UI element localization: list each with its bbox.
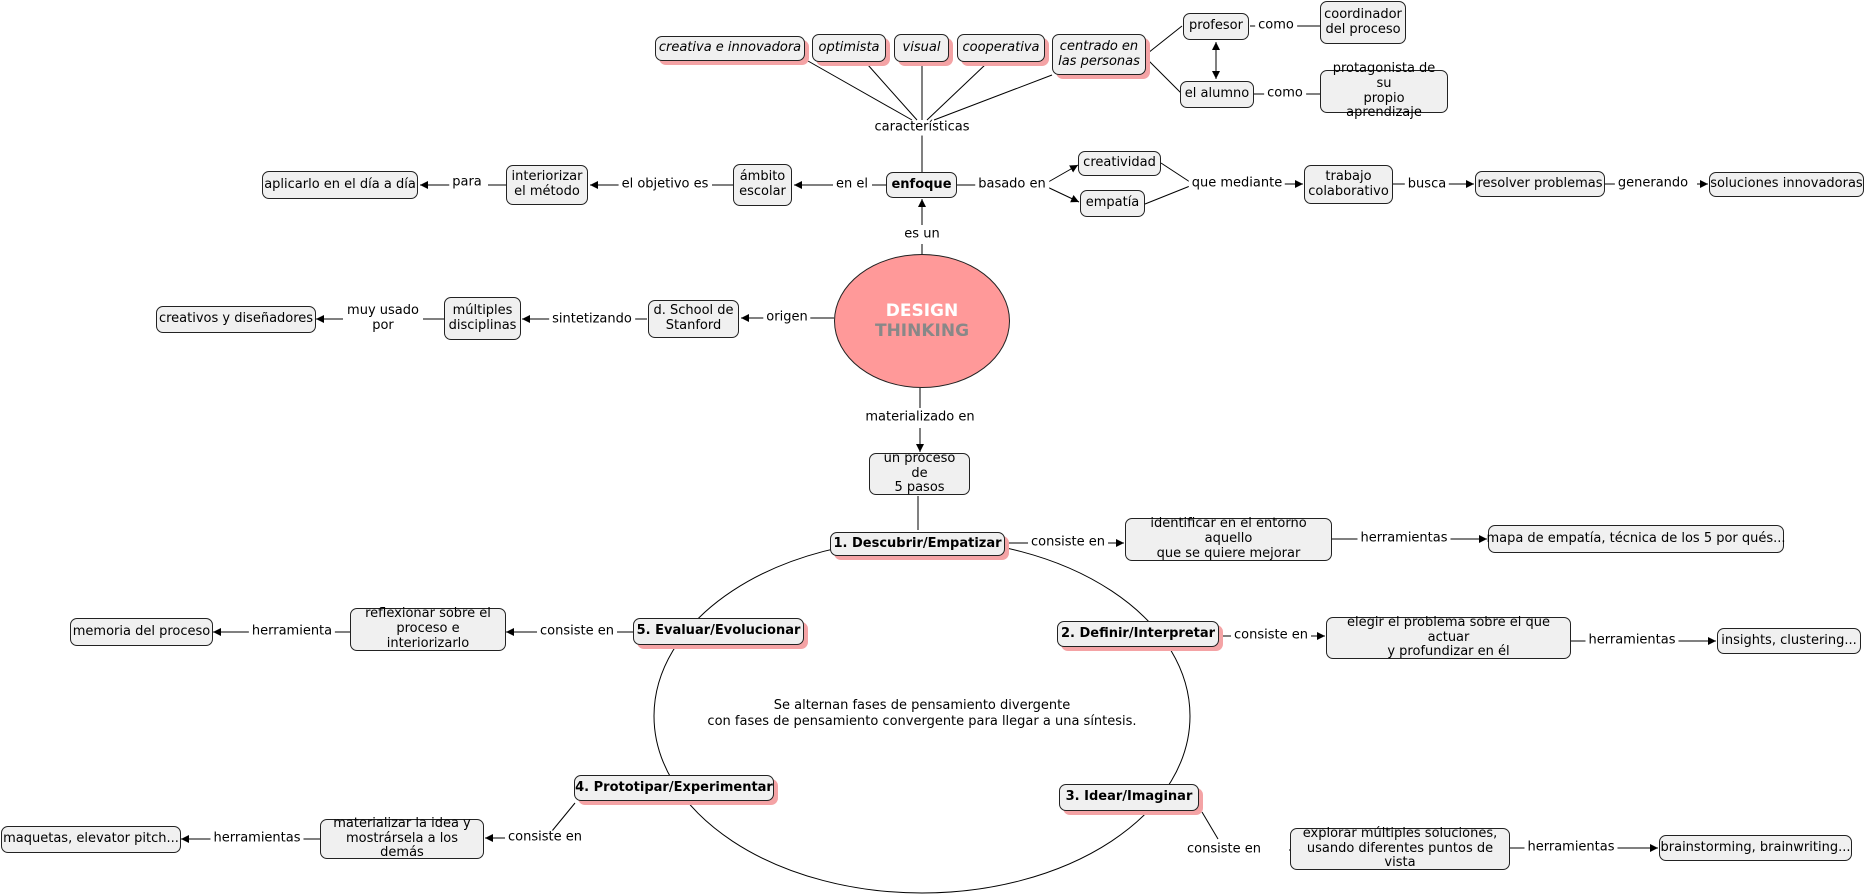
link-label-consiste-en: consiste en [1028, 535, 1108, 551]
link-label-origen: origen [763, 310, 811, 326]
node-multiples[interactable]: múltiples disciplinas [444, 297, 521, 340]
link-label-como: como [1255, 18, 1297, 34]
node-cooperativa[interactable]: cooperativa [957, 34, 1045, 62]
link-label-herramientas: herramientas [210, 831, 304, 847]
node-materializar[interactable]: materializar la idea y mostrársela a los… [320, 816, 484, 860]
node-protagonista[interactable]: protagonista de su propio aprendizaje [1320, 61, 1448, 120]
node-explorar[interactable]: explorar múltiples soluciones, usando di… [1290, 826, 1510, 870]
node-resolver[interactable]: resolver problemas [1475, 171, 1605, 197]
edge [1160, 162, 1191, 183]
node-creativos[interactable]: creativos y diseñadores [156, 306, 316, 333]
node-soluciones[interactable]: soluciones innovadoras [1709, 172, 1864, 197]
node-coordinador[interactable]: coordinador del proceso [1320, 1, 1406, 44]
design-thinking-central-node[interactable]: DESIGN THINKING [834, 254, 1010, 388]
link-label-herramientas: herramientas [1524, 840, 1618, 856]
link-label-materializado: materializado en [862, 410, 978, 426]
link-label-basado: basado en [975, 177, 1049, 193]
node-paso1[interactable]: 1. Descubrir/Empatizar [830, 532, 1005, 556]
node-identificar[interactable]: identificar en el entorno aquello que se… [1125, 516, 1332, 561]
link-label-busca: busca [1404, 177, 1450, 193]
edge [551, 802, 576, 832]
link-label-consiste-en: consiste en [1184, 842, 1264, 858]
edge [867, 64, 918, 121]
node-maquetas[interactable]: maquetas, elevator pitch... [1, 826, 181, 853]
link-label-objetivo: el objetivo es [618, 177, 712, 193]
node-paso5[interactable]: 5. Evaluar/Evolucionar [633, 618, 804, 645]
link-label-herramientas: herramientas [1357, 531, 1451, 547]
central-title-line2: THINKING [874, 321, 970, 341]
link-label-sintetizando: sintetizando [549, 312, 635, 328]
link-label-consiste-en: consiste en [1231, 628, 1311, 644]
edge [1144, 185, 1191, 205]
node-enfoque[interactable]: enfoque [886, 172, 957, 198]
edge [933, 74, 1053, 121]
edge [1147, 59, 1182, 94]
link-label-herramientas: herramientas [1585, 633, 1679, 649]
node-paso4[interactable]: 4. Prototipar/Experimentar [574, 775, 774, 801]
link-label-es-un: es un [901, 227, 943, 243]
node-visual[interactable]: visual [894, 34, 949, 62]
process-note: Se alternan fases de pensamiento diverge… [707, 698, 1137, 729]
link-label-herramienta: herramienta [248, 624, 336, 640]
node-alumno[interactable]: el alumno [1180, 81, 1254, 108]
edge [1042, 164, 1079, 186]
edge [926, 63, 987, 121]
node-creativa[interactable]: creativa e innovadora [655, 36, 805, 61]
edge [807, 60, 913, 121]
node-centrado[interactable]: centrado en las personas [1052, 34, 1146, 75]
node-creatividad[interactable]: creatividad [1078, 151, 1161, 176]
link-label-para: para [449, 175, 485, 191]
central-title-line1: DESIGN [885, 300, 959, 321]
node-proceso[interactable]: un proceso de 5 pasos [869, 451, 970, 495]
node-trabajo[interactable]: trabajo colaborativo [1304, 165, 1393, 204]
node-aplicarlo[interactable]: aplicarlo en el día a día [262, 171, 418, 199]
edge [1201, 811, 1219, 840]
node-school[interactable]: d. School de Stanford [648, 300, 739, 338]
node-empatia[interactable]: empatía [1080, 190, 1145, 217]
node-mapa[interactable]: mapa de empatía, técnica de los 5 por qu… [1486, 525, 1786, 553]
node-memoria[interactable]: memoria del proceso [70, 618, 213, 646]
node-ambito[interactable]: ámbito escolar [733, 164, 792, 206]
node-elegir[interactable]: elegir el problema sobre el que actuar y… [1326, 615, 1571, 659]
node-paso3[interactable]: 3. Idear/Imaginar [1059, 784, 1199, 811]
node-interiorizar[interactable]: interiorizar el método [506, 165, 588, 205]
link-label-consiste-en: consiste en [537, 624, 617, 640]
node-reflexionar[interactable]: reflexionar sobre el proceso e interiori… [350, 606, 506, 651]
edge [1042, 184, 1080, 203]
link-label-generando: generando [1614, 176, 1692, 192]
link-label-mediante: que mediante [1188, 176, 1286, 192]
link-label-consiste-en: consiste en [505, 830, 585, 846]
link-label-muy-usado: muy usado por [344, 303, 422, 334]
link-label-en-el: en el [833, 177, 871, 193]
node-insights[interactable]: insights, clustering... [1717, 628, 1861, 654]
link-label-caracteristicas: características [871, 120, 973, 136]
node-optimista[interactable]: optimista [812, 34, 886, 62]
node-profesor[interactable]: profesor [1183, 13, 1249, 40]
edge [1147, 25, 1183, 54]
node-paso2[interactable]: 2. Definir/Interpretar [1057, 621, 1219, 647]
link-label-como: como [1264, 86, 1306, 102]
node-brainstorming[interactable]: brainstorming, brainwriting... [1659, 835, 1852, 861]
